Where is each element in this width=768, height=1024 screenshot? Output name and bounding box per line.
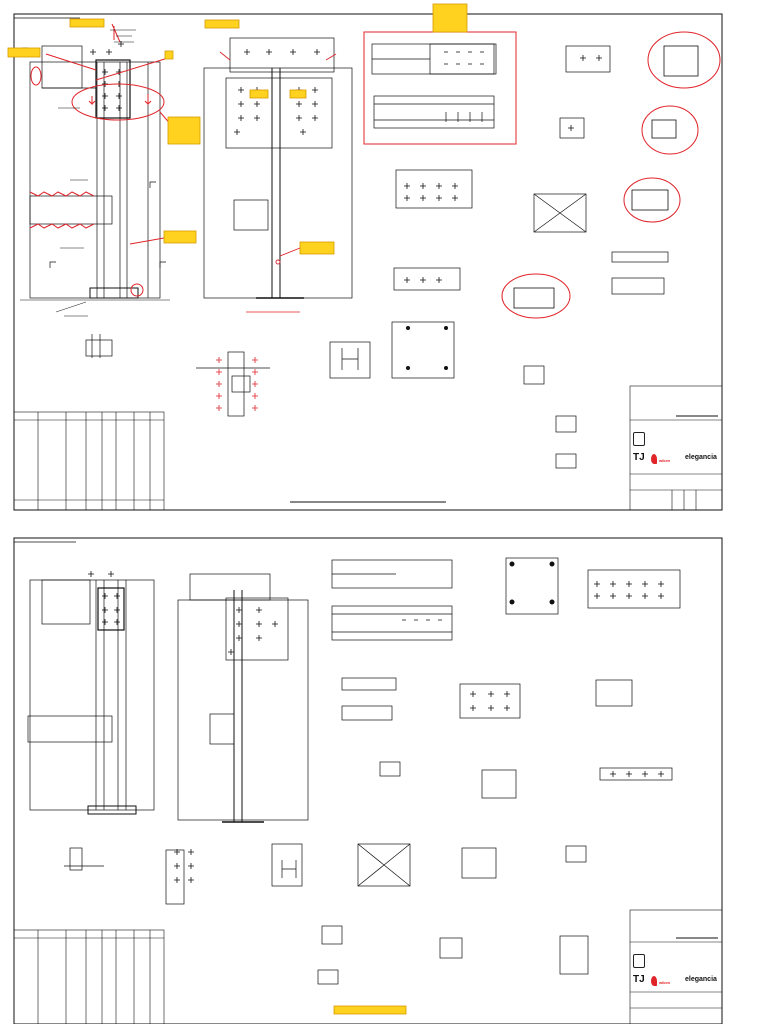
- elevation-2-bolts: [234, 49, 320, 135]
- tj-logo-icon: TJ: [633, 974, 645, 985]
- brand-elegancia: elegancia: [685, 976, 717, 983]
- markup-notes-1: [7, 18, 201, 244]
- drawing-sheet-bottom: TJ wiken elegancia: [0, 530, 768, 1024]
- sheet-border: [13, 13, 723, 511]
- elevation-3-bolts: [88, 571, 120, 625]
- brand-elegancia: elegancia: [685, 454, 717, 461]
- plate-bolts: [404, 55, 602, 283]
- logo-block: TJ wiken elegancia: [633, 430, 721, 470]
- markup-red-connection: [216, 357, 258, 411]
- drawing-sheet-top: TJ wiken elegancia: [7, 3, 723, 511]
- elevation-view-1: [20, 45, 170, 301]
- flame-logo-icon: [651, 976, 657, 986]
- plate-holes: [406, 326, 448, 370]
- markup-note-detail: [432, 3, 468, 33]
- sheet-border: [13, 537, 723, 1024]
- title-block: [629, 385, 723, 511]
- markup-revision-clouds-right: [501, 31, 721, 319]
- elevation-4-bolts: [228, 607, 278, 655]
- elevation-view-4: [177, 573, 309, 823]
- title-block-2: [629, 909, 723, 1024]
- logo-block-2: TJ wiken elegancia: [633, 952, 721, 990]
- flame-logo-icon: [651, 454, 657, 464]
- beam-detail-views: [371, 43, 497, 129]
- company-seal-icon: [633, 432, 645, 446]
- elevation-view-2: [203, 37, 353, 313]
- tj-logo-icon: TJ: [633, 452, 645, 463]
- beam-detail-views-2: [64, 557, 681, 985]
- brand-wiken: wiken: [659, 980, 671, 985]
- plate-holes-2: [509, 561, 555, 605]
- bill-of-materials-table-2: [13, 929, 165, 1024]
- bill-of-materials-table: [13, 411, 165, 511]
- beam-bolts-2: [174, 581, 664, 883]
- elevation-1-leaders: [55, 29, 136, 317]
- markup-revision-clouds-1: [29, 23, 173, 297]
- sheet-top-drawing: [7, 3, 723, 511]
- clouded-parts: [513, 45, 699, 309]
- markup-detail-box: [363, 31, 517, 145]
- markup-red-2: [219, 51, 337, 265]
- elevation-1-bolts: [90, 41, 124, 111]
- connection-details: [85, 334, 270, 417]
- company-seal-icon: [633, 954, 645, 968]
- brand-wiken: wiken: [659, 458, 671, 463]
- plate-details: [329, 45, 669, 469]
- elevation-view-3: [27, 579, 155, 815]
- markup-note-bottom: [333, 1005, 407, 1015]
- sheet-bottom-drawing: [13, 537, 723, 1024]
